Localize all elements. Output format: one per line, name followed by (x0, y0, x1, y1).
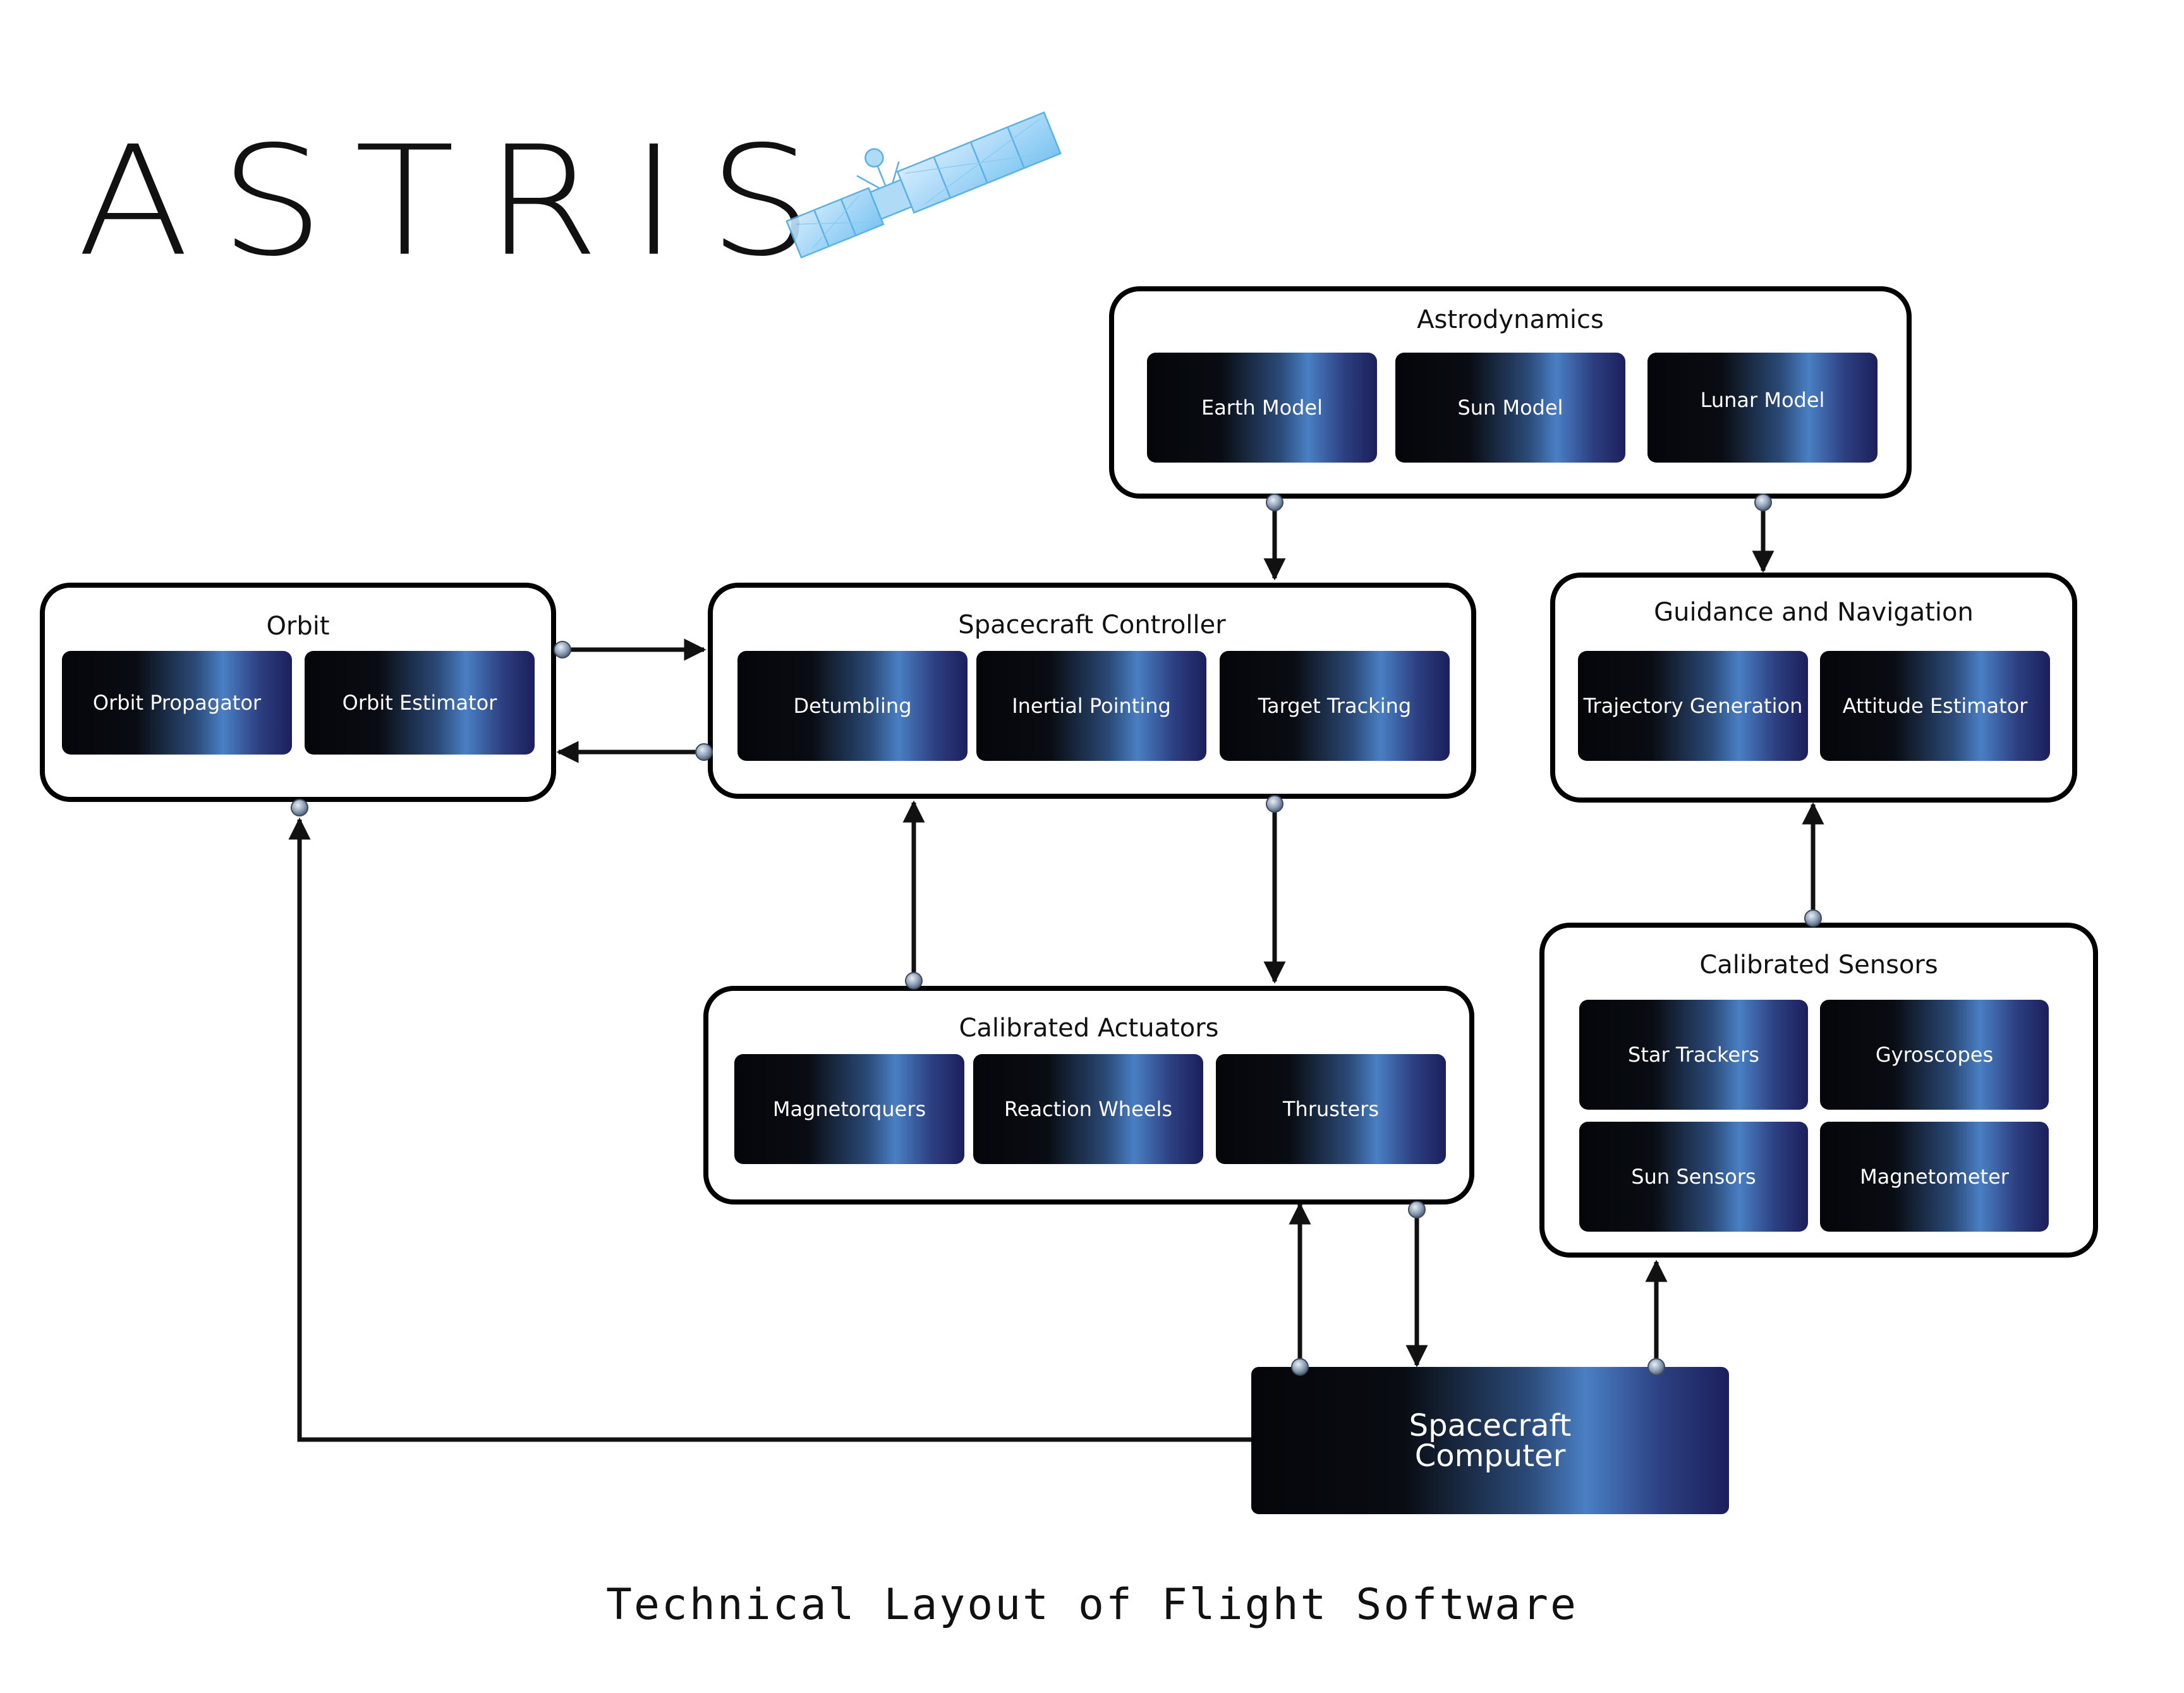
astris-wordmark: ASTRIS (77, 126, 843, 291)
module-label: Target Tracking (1258, 693, 1412, 718)
module-earth-model[interactable]: Earth Model (1147, 353, 1377, 463)
module-label: Lunar Model (1700, 387, 1825, 412)
module-attitude-estimator[interactable]: Attitude Estimator (1820, 651, 2050, 761)
module-inertial-pointing[interactable]: Inertial Pointing (976, 651, 1206, 761)
group-title: Astrodynamics (1417, 305, 1604, 334)
group-title: Orbit (266, 612, 330, 641)
satellite-icon (786, 111, 1062, 259)
module-label: Magnetometer (1860, 1164, 2009, 1189)
module-star-trackers[interactable]: Star Trackers (1579, 1000, 1808, 1110)
module-label: Trajectory Generation (1583, 693, 1803, 718)
module-label: Earth Model (1201, 395, 1323, 420)
group-title: Calibrated Sensors (1699, 950, 1938, 980)
module-label: Orbit Propagator (92, 690, 262, 715)
computer-label-line2: Computer (1414, 1438, 1566, 1474)
group-title: Calibrated Actuators (959, 1014, 1219, 1043)
connector-dot (554, 641, 571, 658)
module-label: Sun Model (1457, 395, 1563, 420)
module-label: Reaction Wheels (1004, 1096, 1172, 1121)
module-lunar-model[interactable]: Lunar Model (1647, 353, 1878, 463)
module-sun-sensors[interactable]: Sun Sensors (1579, 1122, 1808, 1232)
module-gyroscopes[interactable]: Gyroscopes (1820, 1000, 2049, 1110)
module-label: Thrusters (1283, 1096, 1379, 1121)
module-label: Gyroscopes (1875, 1042, 1994, 1067)
module-sun-model[interactable]: Sun Model (1395, 353, 1625, 463)
module-orbit-estimator[interactable]: Orbit Estimator (305, 651, 535, 755)
module-label: Magnetorquers (772, 1096, 926, 1121)
module-orbit-propagator[interactable]: Orbit Propagator (62, 651, 292, 755)
computer-label-line1: Spacecraft (1409, 1407, 1572, 1443)
module-target-tracking[interactable]: Target Tracking (1220, 651, 1450, 761)
module-reaction-wheels[interactable]: Reaction Wheels (973, 1054, 1203, 1164)
group-title: Guidance and Navigation (1654, 598, 1974, 627)
module-label: Attitude Estimator (1842, 693, 2028, 718)
module-magnetorquers[interactable]: Magnetorquers (734, 1054, 964, 1164)
module-label: Inertial Pointing (1012, 693, 1171, 718)
module-label: Detumbling (793, 693, 912, 718)
group-title: Spacecraft Controller (958, 610, 1226, 640)
module-label: Star Trackers (1628, 1042, 1759, 1067)
module-thrusters[interactable]: Thrusters (1216, 1054, 1446, 1164)
module-trajectory-generation[interactable]: Trajectory Generation (1578, 651, 1808, 761)
module-label: Sun Sensors (1631, 1164, 1756, 1189)
module-label: Orbit Estimator (342, 690, 497, 715)
module-magnetometer[interactable]: Magnetometer (1820, 1122, 2049, 1232)
module-detumbling[interactable]: Detumbling (737, 651, 968, 761)
diagram-caption: Technical Layout of Flight Software (606, 1580, 1578, 1630)
wordmark-text: ASTRIS (77, 114, 844, 290)
module-spacecraft-computer[interactable]: Spacecraft Computer (1251, 1367, 1729, 1514)
